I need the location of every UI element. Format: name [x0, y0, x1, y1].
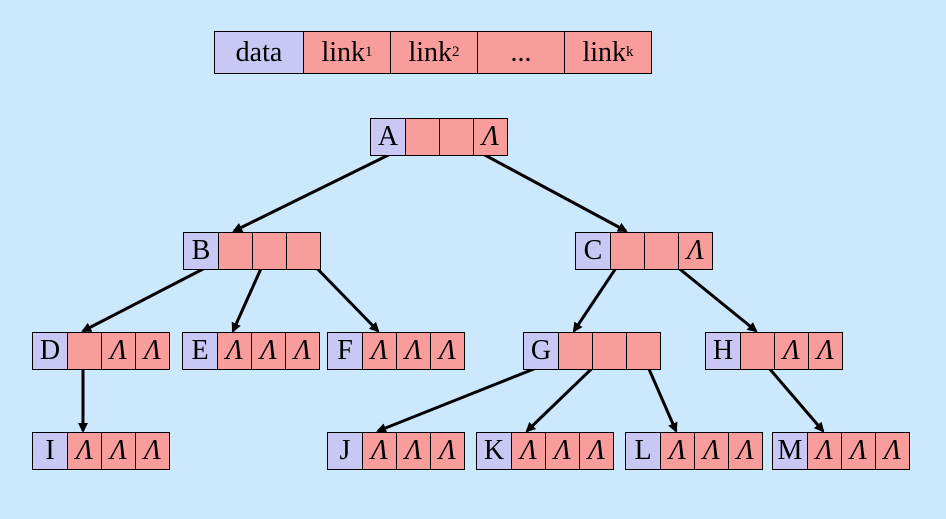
node-null-link-cell: Λ [430, 433, 464, 469]
node-data-cell: F [328, 333, 362, 369]
node-null-link-cell: Λ [362, 333, 396, 369]
node-link-cell [439, 119, 473, 155]
node-null-link-cell: Λ [362, 433, 396, 469]
header-data-cell: data [215, 32, 303, 73]
header-link-subscript: k [626, 44, 634, 60]
header-link-subscript: 1 [365, 44, 373, 60]
node-data-cell: K [477, 433, 511, 469]
node-null-link-cell: Λ [101, 433, 135, 469]
header-link-label: link [408, 36, 453, 68]
node-link-cell [644, 233, 678, 269]
node-null-link-cell: Λ [808, 333, 842, 369]
node-null-link-cell: Λ [135, 433, 169, 469]
node-null-link-cell: Λ [545, 433, 579, 469]
node-null-link-cell: Λ [67, 433, 101, 469]
node-null-link-cell: Λ [396, 333, 430, 369]
node-data-cell: J [328, 433, 362, 469]
node-link-cell [286, 233, 320, 269]
node-null-link-cell: Λ [101, 333, 135, 369]
node-data-cell: G [524, 333, 558, 369]
node-data-cell: I [33, 433, 67, 469]
node-null-link-cell: Λ [217, 333, 251, 369]
node-null-link-cell: Λ [774, 333, 808, 369]
node-null-link-cell: Λ [579, 433, 613, 469]
node-null-link-cell: Λ [511, 433, 545, 469]
header-link-label: link [321, 36, 366, 68]
node-null-link-cell: Λ [251, 333, 285, 369]
tree-node-b: B [183, 232, 321, 270]
node-data-cell: A [371, 119, 405, 155]
node-null-link-cell: Λ [875, 433, 909, 469]
node-data-cell: M [773, 433, 807, 469]
node-data-cell: D [33, 333, 67, 369]
node-null-link-cell: Λ [694, 433, 728, 469]
node-link-cell [67, 333, 101, 369]
header-link-cell-ellipsis: ... [477, 32, 564, 73]
node-null-link-cell: Λ [430, 333, 464, 369]
node-data-cell: L [626, 433, 660, 469]
header-link-subscript: 2 [452, 44, 460, 60]
node-data-cell: C [576, 233, 610, 269]
node-data-cell: H [706, 333, 740, 369]
tree-node-g: G [523, 332, 661, 370]
node-null-link-cell: Λ [678, 233, 712, 269]
node-null-link-cell: Λ [135, 333, 169, 369]
node-link-cell [252, 233, 286, 269]
node-data-cell: E [183, 333, 217, 369]
node-null-link-cell: Λ [807, 433, 841, 469]
node-data-cell: B [184, 233, 218, 269]
node-link-cell [405, 119, 439, 155]
header-link-label: link [582, 36, 627, 68]
node-link-cell [558, 333, 592, 369]
node-link-cell [740, 333, 774, 369]
node-link-cell [592, 333, 626, 369]
node-null-link-cell: Λ [660, 433, 694, 469]
node-link-cell [610, 233, 644, 269]
node-null-link-cell: Λ [728, 433, 762, 469]
node-null-link-cell: Λ [841, 433, 875, 469]
header-data-label: data [235, 36, 283, 68]
node-link-cell [218, 233, 252, 269]
node-null-link-cell: Λ [285, 333, 319, 369]
node-null-link-cell: Λ [396, 433, 430, 469]
node-null-link-cell: Λ [473, 119, 507, 155]
node-link-cell [626, 333, 660, 369]
header-link-label: ... [510, 36, 532, 68]
